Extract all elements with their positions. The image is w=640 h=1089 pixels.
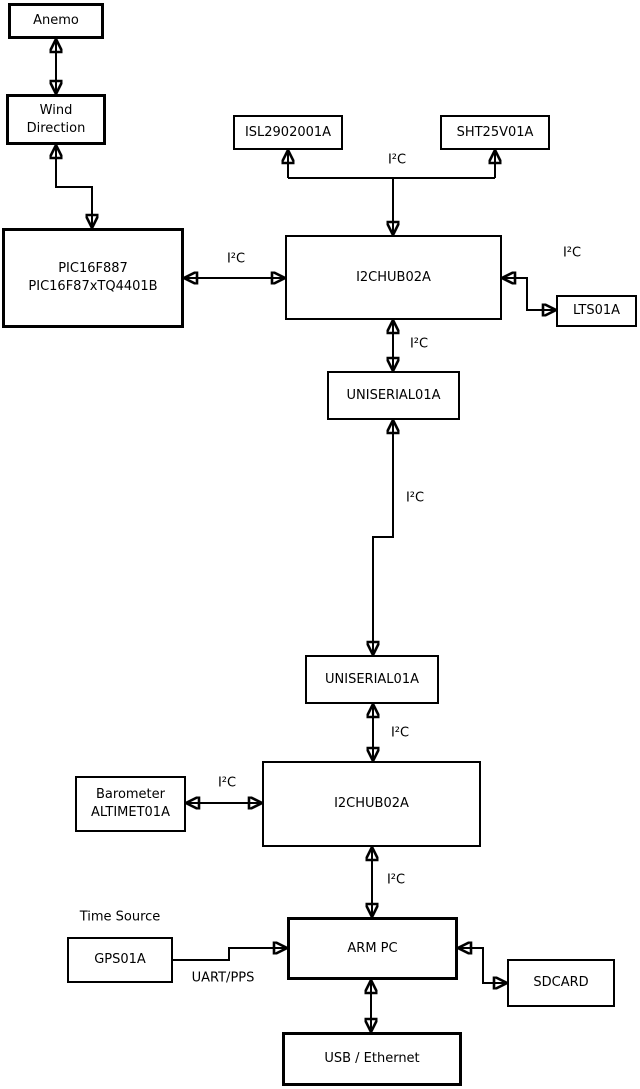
edge-label-i2c-pic-hub1: I²C [226, 251, 246, 267]
edge-label-time-source: Time Source [79, 909, 161, 925]
node-uniserial-1-label: UNISERIAL01A [346, 387, 441, 403]
edge-wind-pic [56, 145, 92, 228]
node-anemo-label: Anemo [33, 13, 79, 29]
node-uniserial-2-label: UNISERIAL01A [325, 671, 419, 687]
node-pic-microcontroller: PIC16F887 PIC16F87xTQ4401B [2, 228, 184, 328]
node-i2chub-1: I2CHUB02A [285, 235, 502, 320]
node-wind-direction-label-line1: Wind [39, 102, 73, 118]
node-i2chub-2: I2CHUB02A [262, 761, 481, 847]
node-barometer-label-line1: Barometer [96, 787, 165, 803]
node-pic-label-line2: PIC16F87xTQ4401B [28, 279, 158, 294]
edge-label-i2c-uniserial-link: I²C [405, 490, 425, 506]
node-isl2902001a: ISL2902001A [233, 115, 343, 150]
node-usb-ethernet-label: USB / Ethernet [324, 1051, 420, 1067]
node-usb-ethernet: USB / Ethernet [282, 1032, 462, 1086]
node-uniserial-2: UNISERIAL01A [305, 655, 439, 704]
node-wind-direction: Wind Direction [6, 94, 106, 145]
edge-label-i2c-hub2-armpc: I²C [386, 872, 406, 888]
node-barometer: Barometer ALTIMET01A [75, 776, 186, 832]
edge-label-i2c-hub1-lts: I²C [562, 245, 582, 261]
node-lts01a: LTS01A [556, 295, 637, 327]
node-sdcard: SDCARD [507, 959, 615, 1007]
edge-gps-armpc [173, 948, 287, 961]
edge-label-i2c-sensors: I²C [387, 152, 407, 168]
node-arm-pc: ARM PC [287, 917, 458, 980]
node-i2chub-1-label: I2CHUB02A [356, 269, 431, 285]
edge-label-uart-pps: UART/PPS [191, 970, 255, 986]
edge-label-i2c-barometer-hub2: I²C [217, 775, 237, 791]
node-sht25v01a: SHT25V01A [440, 115, 550, 150]
node-gps01a-label: GPS01A [94, 952, 146, 968]
node-wind-direction-label-line2: Direction [26, 120, 86, 136]
edge-armpc-sdcard [458, 948, 507, 983]
edge-label-i2c-hub1-uniserial1: I²C [409, 336, 429, 352]
node-lts01a-label: LTS01A [572, 303, 621, 319]
node-anemo: Anemo [8, 3, 104, 39]
node-pic-label-line1: PIC16F887 [58, 261, 128, 277]
node-sdcard-label: SDCARD [533, 975, 589, 991]
edge-label-i2c-uniserial2-hub2: I²C [390, 725, 410, 741]
node-barometer-label-line2: ALTIMET01A [91, 805, 170, 820]
node-sht25v01a-label: SHT25V01A [456, 124, 534, 140]
node-arm-pc-label: ARM PC [347, 940, 398, 956]
edge-uniserial1-uniserial2 [373, 420, 393, 655]
node-uniserial-1: UNISERIAL01A [327, 371, 460, 420]
edge-hub1-lts [502, 278, 556, 310]
node-isl2902001a-label: ISL2902001A [244, 124, 332, 140]
node-gps01a: GPS01A [67, 937, 173, 983]
node-i2chub-2-label: I2CHUB02A [334, 796, 409, 812]
